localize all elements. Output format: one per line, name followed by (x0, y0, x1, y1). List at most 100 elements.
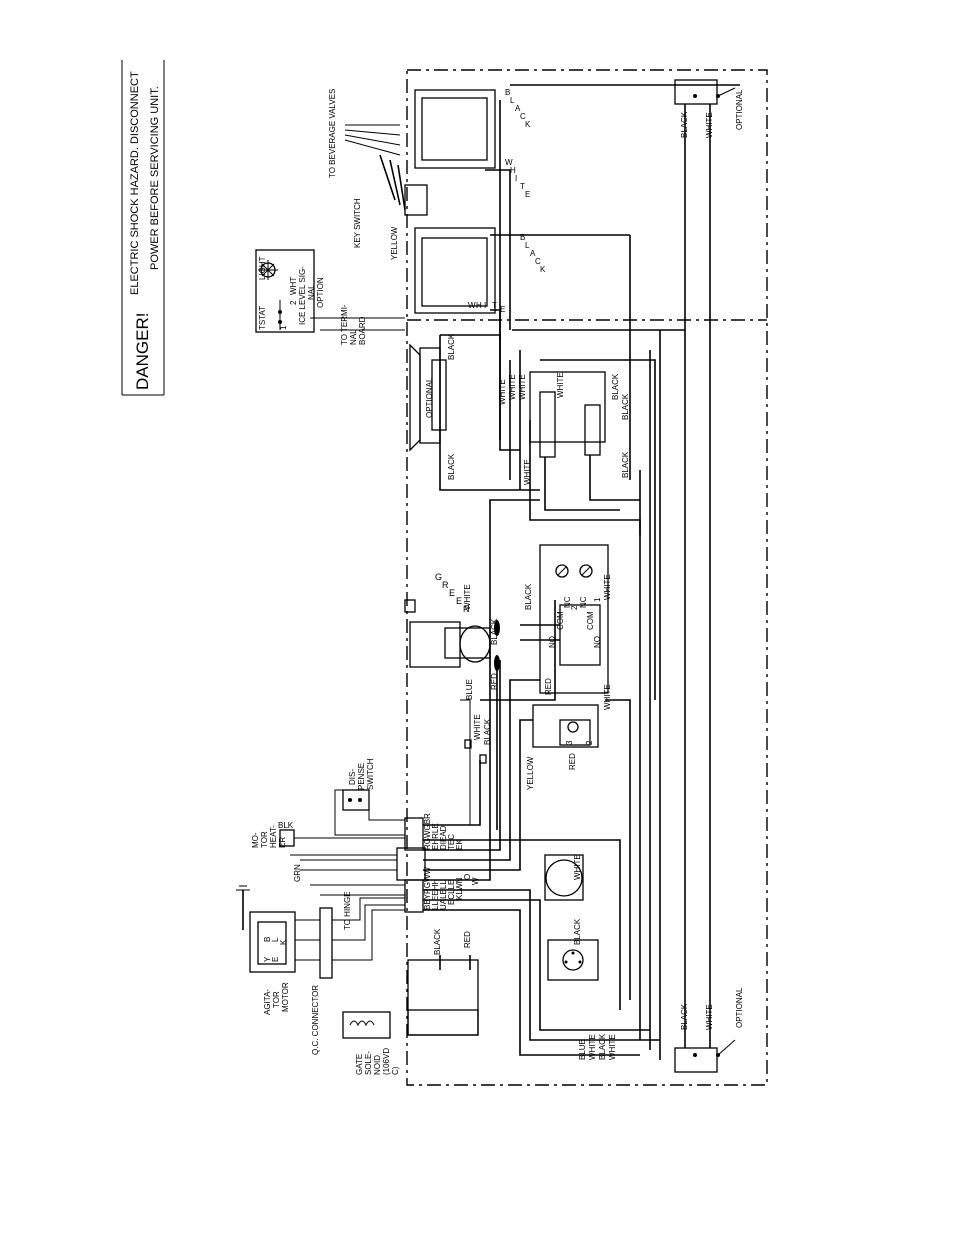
red-b-label: RED (544, 678, 553, 695)
black-d-label: BLACK (621, 393, 630, 420)
switch-block: 3 2 YELLOW RED WHITE BLACK (464, 704, 599, 790)
svg-text:E: E (449, 588, 455, 598)
agitator-motor-2: TOR (272, 991, 281, 1008)
optional-top-label: OPTIONAL (735, 89, 744, 130)
to-terminal-board-1: TO TERMI- (340, 304, 349, 345)
bwbw-1-label: BLUE (578, 1039, 587, 1060)
interconnect-wiring (423, 84, 740, 1056)
to-terminal-board-2: NAL (349, 329, 358, 345)
gate-solenoid: BLACK RED GATE SOLE- NOID (106VD C) (342, 928, 479, 1075)
tstat-label: TSTAT (258, 306, 267, 330)
gate-solenoid-4: (106VD (382, 1048, 391, 1075)
agit-k-label: K (279, 939, 288, 945)
agit-e-label: E (271, 957, 280, 962)
control-board: BLACK NO COM NC 2 NO COM NC 1 WHITE RED … (480, 544, 612, 710)
terminal-right-3: DIEAD (439, 825, 448, 850)
nc-2-label: NC (579, 596, 588, 608)
svg-text:K: K (540, 265, 546, 274)
terminal-right-2: EHRLE (431, 823, 440, 850)
ice-level-label-2: NAL (307, 284, 316, 300)
danger-line-1: ELECTRIC SHOCK HAZARD. DISCONNECT (129, 71, 141, 295)
gate-solenoid-2: SOLE- (364, 1051, 373, 1075)
no-1-label: NO (548, 636, 557, 648)
bwbw-4-label: WHITE (608, 1034, 617, 1060)
dispense-switch-2: PENSE (357, 763, 366, 790)
black-f-label: BLACK (490, 618, 499, 645)
unit-enclosure (406, 69, 768, 1086)
svg-text:E: E (500, 305, 505, 314)
white-d-label: WHITE (556, 372, 565, 398)
no-2-label: NO (593, 636, 602, 648)
num-1-label: 1 (593, 597, 602, 602)
motor-heater-1: MO- (251, 832, 260, 848)
left-components: DIS- PENSE SWITCH MO- TOR HEAT- ER BLK G… (236, 758, 405, 1055)
motor-assembly: G R E E N WHITE BLACK BLUE RED (404, 572, 500, 700)
terminal-block: RGWGBR EHRLE DIEAD TEC EK BBYRGWW LLEEHH… (396, 813, 480, 913)
svg-text:A: A (515, 104, 521, 113)
bwbw-2-label: WHITE (588, 1034, 597, 1060)
yellow-label: YELLOW (390, 226, 399, 260)
grn-label: GRN (293, 864, 302, 882)
white-h-label: WHITE (603, 684, 612, 710)
svg-text:T: T (520, 182, 525, 191)
terminal-col-1: BBYRGWW (423, 866, 432, 910)
white-g-label: WHITE (603, 574, 612, 600)
num-3-label: 3 (565, 740, 574, 745)
black-g-label: BLACK (524, 583, 533, 610)
terminal-right-5: EK (455, 839, 464, 850)
num-2-label: 2 (570, 605, 579, 610)
green-label: G (435, 572, 442, 582)
relays: WHITE WHITE WHITE WHITE BLACK BLACK BLAC… (498, 350, 656, 700)
valve-black-1-label: B (505, 88, 510, 97)
red-c-label: RED (568, 753, 577, 770)
black-h-label: BLACK (483, 718, 492, 745)
agitator-motor-1: AGITA- (263, 989, 272, 1015)
agit-l-label: L (271, 937, 280, 942)
motor-heater-2: TOR (260, 831, 269, 848)
svg-text:E: E (456, 596, 462, 606)
terminal-col-6: O (463, 874, 472, 880)
agit-b-label: B (263, 937, 272, 942)
danger-warning: DANGER! ELECTRIC SHOCK HAZARD. DISCONNEC… (121, 60, 165, 396)
danger-title: DANGER! (133, 313, 152, 390)
svg-text:R: R (442, 580, 449, 590)
red-label: RED (490, 673, 499, 690)
svg-text:L: L (510, 96, 515, 105)
danger-line-2: POWER BEFORE SERVICING UNIT. (149, 86, 161, 270)
black-j-label: BLACK (433, 928, 442, 955)
svg-text:A: A (530, 249, 536, 258)
com-1-label: COM (556, 611, 565, 630)
terminal-2-label: 2 (289, 300, 298, 305)
to-hinge-label: TO HINGE (343, 891, 352, 930)
agit-y-label: Y (263, 956, 272, 962)
svg-text:H: H (510, 166, 516, 175)
right-bus-wires (629, 104, 711, 1060)
svg-text:T: T (492, 301, 497, 310)
gate-solenoid-1: GATE (355, 1054, 364, 1075)
svg-text:C: C (520, 112, 526, 121)
svg-text:I: I (484, 301, 486, 310)
to-beverage-valves-label: TO BEVERAGE VALVES (328, 89, 337, 178)
svg-text:E: E (525, 190, 530, 199)
white-e-label: WHITE (523, 459, 532, 485)
terminal-right-1: RGWGBR (423, 813, 432, 850)
dispense-switch-1: DIS- (348, 769, 357, 785)
qc-connector-label: Q.C. CONNECTOR (311, 985, 320, 1055)
black-c-label: BLACK (611, 373, 620, 400)
terminal-col-7: W (471, 877, 480, 885)
ice-level-label-3: OPTION (316, 277, 325, 308)
white-i-label: WHITE (473, 714, 482, 740)
gate-solenoid-3: NOID (373, 1055, 382, 1075)
terminal-col-3: UALELL (439, 880, 448, 910)
white-j-label: WHITE (573, 854, 582, 880)
valve-white-2-label: W (468, 301, 476, 310)
blue-label: BLUE (465, 679, 474, 700)
com-2-label: COM (586, 611, 595, 630)
svg-text:I: I (515, 174, 517, 183)
white-f-label: WHITE (463, 584, 472, 610)
gate-solenoid-5: C) (391, 1066, 400, 1075)
bwbw-3-label: BLACK (598, 1033, 607, 1060)
receptacle: BLUE WHITE BLACK WHITE (547, 939, 617, 1060)
red-d-label: RED (463, 931, 472, 948)
